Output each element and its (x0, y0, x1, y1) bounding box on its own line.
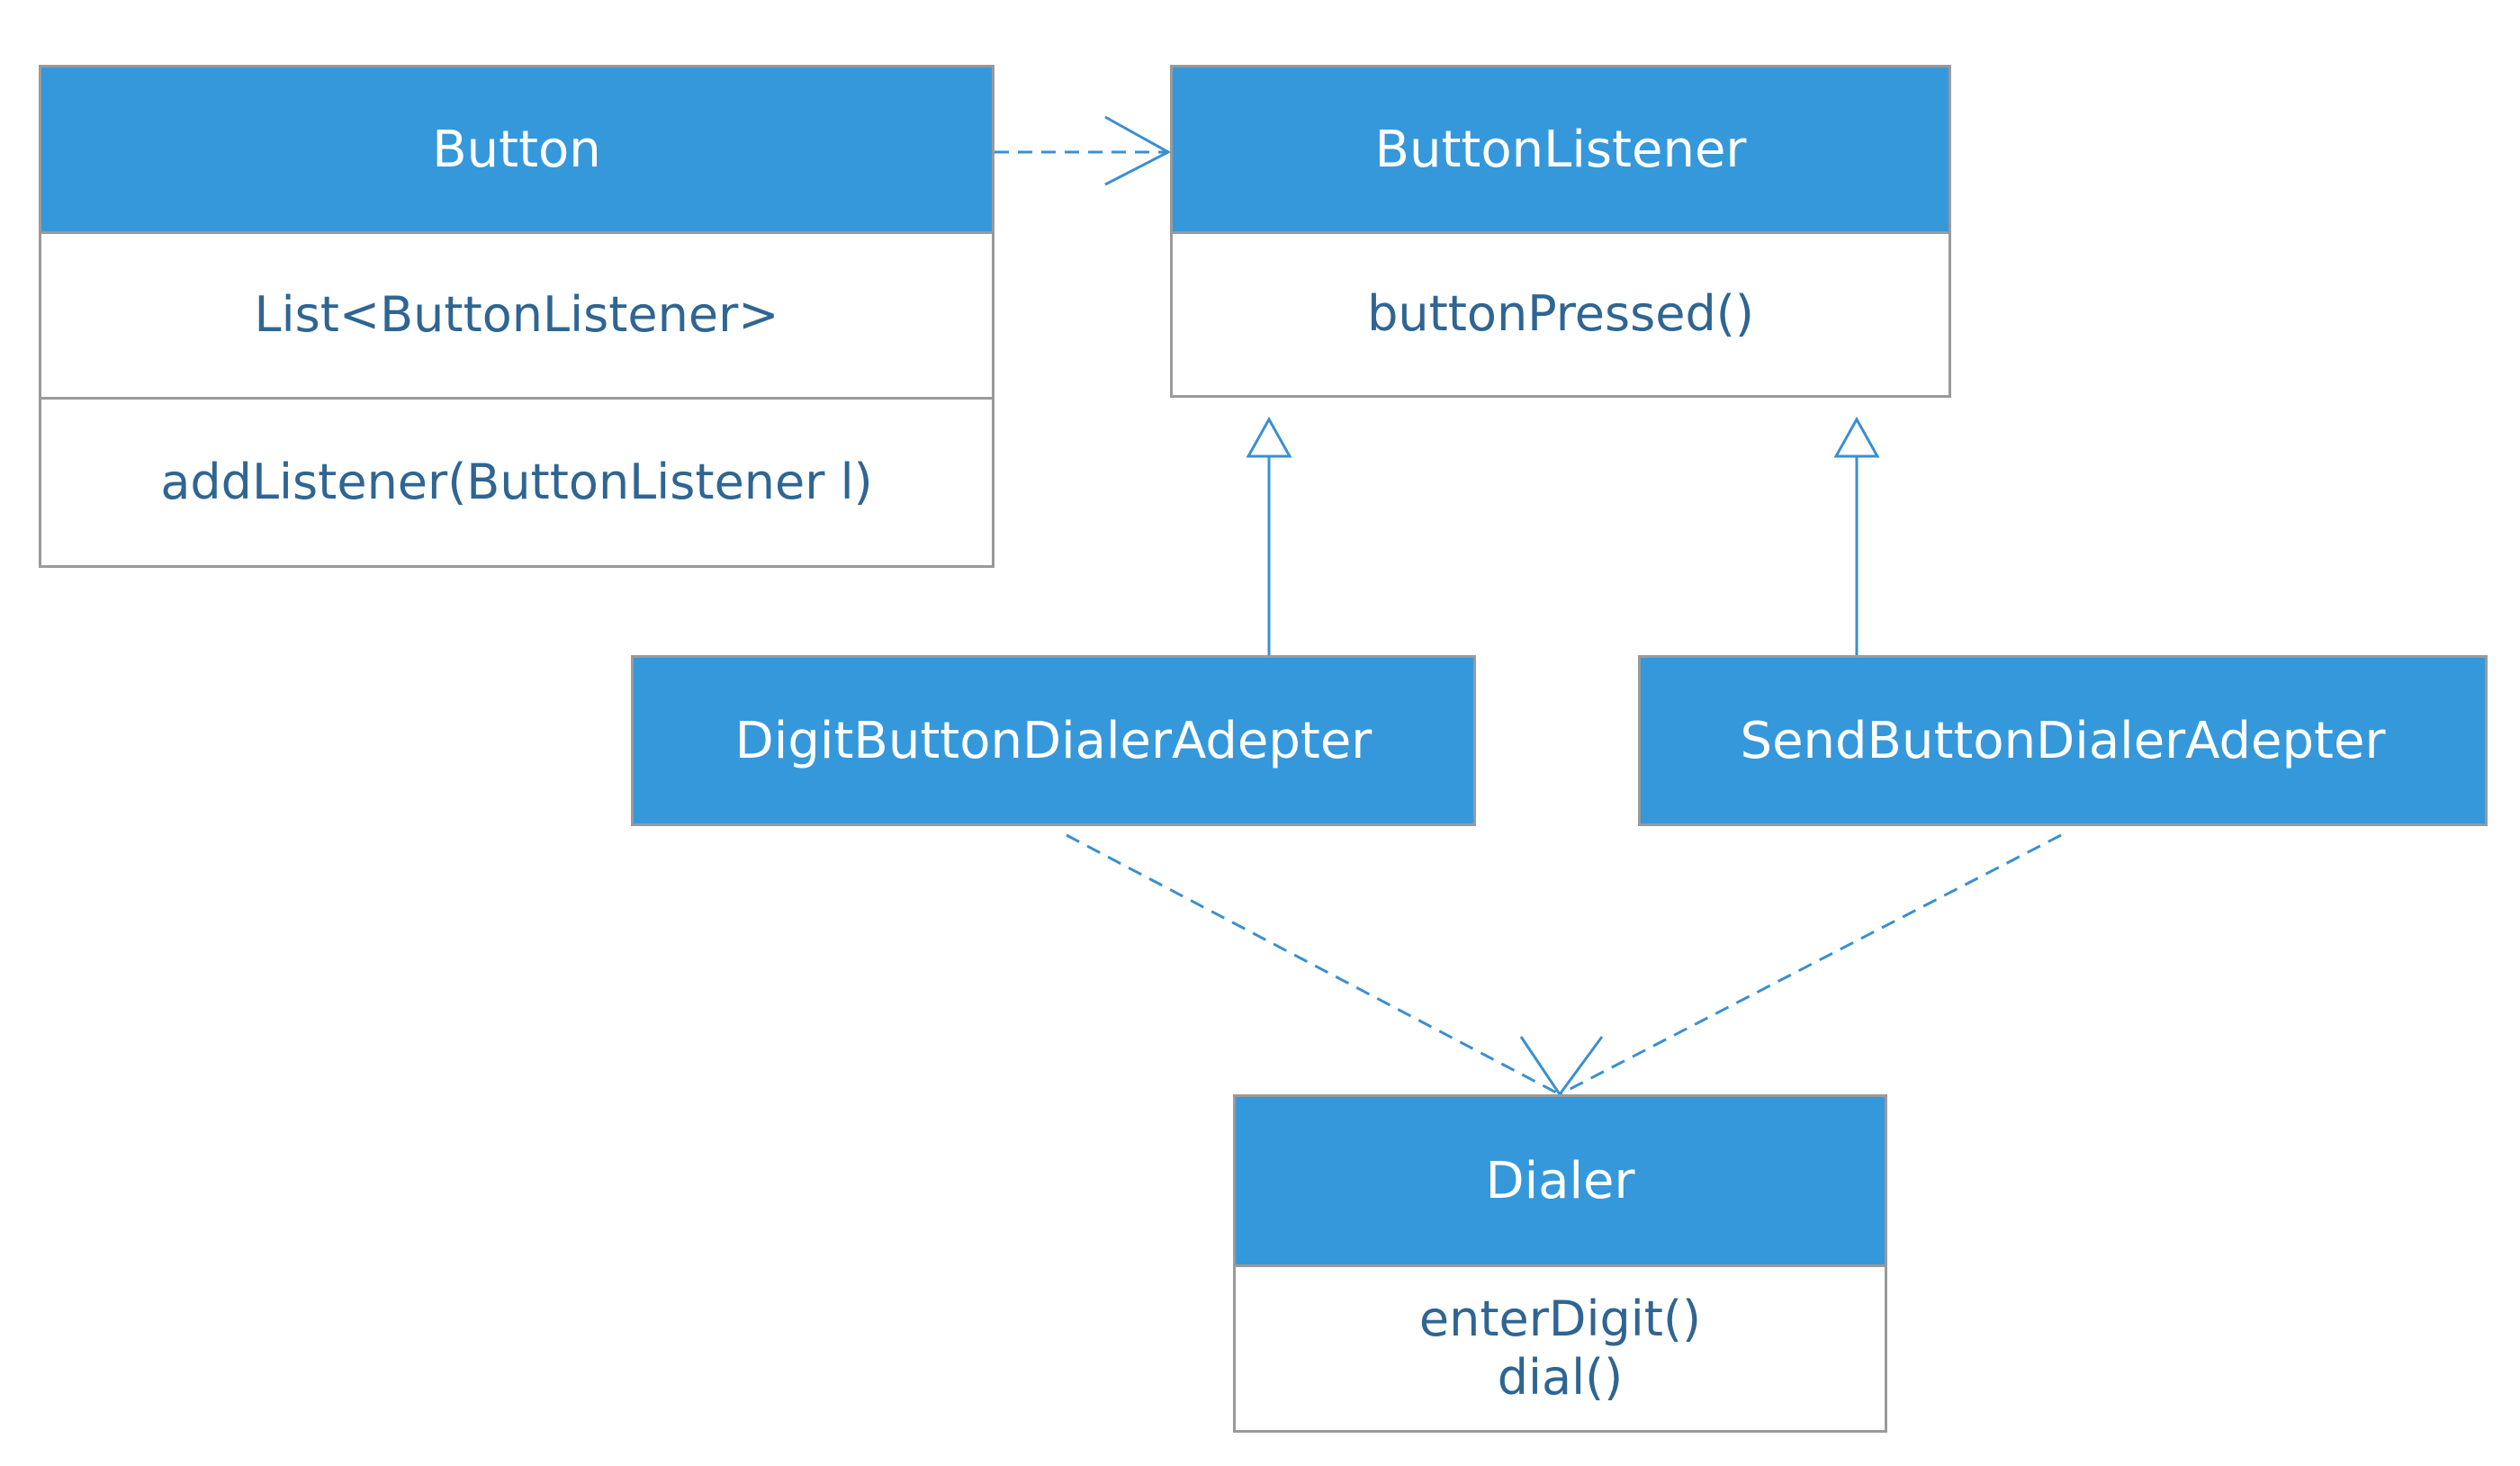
class-dialer-operations: enterDigit() dial() (1236, 1264, 1885, 1430)
class-button-listener-operations: buttonPressed() (1173, 231, 1948, 395)
dependency-button-to-listener (994, 115, 1172, 186)
class-digit-adapter-name: DigitButtonDialerAdepter (634, 658, 1473, 823)
class-button-operation: addListener(ButtonListener l) (160, 453, 873, 510)
class-button[interactable]: Button List<ButtonListener> addListener(… (39, 65, 994, 568)
class-send-button-dialer-adapter[interactable]: SendButtonDialerAdepter (1638, 655, 2488, 826)
class-button-name: Button (41, 67, 992, 231)
class-dialer-operation-dial: dial() (1497, 1348, 1624, 1406)
dependency-digit-to-dialer (1066, 833, 1561, 1096)
class-button-listener[interactable]: ButtonListener buttonPressed() (1170, 65, 1951, 398)
class-dialer[interactable]: Dialer enterDigit() dial() (1233, 1094, 1887, 1433)
class-send-adapter-name: SendButtonDialerAdepter (1641, 658, 2485, 823)
dialer-arrowhead (1519, 1036, 1604, 1097)
class-dialer-name: Dialer (1236, 1097, 1885, 1264)
class-button-attribute: List<ButtonListener> (254, 286, 779, 344)
class-dialer-operation-enter-digit: enterDigit() (1418, 1290, 1702, 1347)
class-button-operations: addListener(ButtonListener l) (41, 397, 992, 565)
class-button-attributes: List<ButtonListener> (41, 231, 992, 397)
dependency-send-to-dialer (1559, 833, 2062, 1096)
class-digit-button-dialer-adapter[interactable]: DigitButtonDialerAdepter (631, 655, 1476, 826)
class-button-listener-operation: buttonPressed() (1367, 285, 1754, 343)
class-button-listener-name: ButtonListener (1173, 67, 1948, 231)
realization-digit-to-listener (1246, 416, 1292, 655)
realization-send-to-listener (1833, 416, 1880, 655)
